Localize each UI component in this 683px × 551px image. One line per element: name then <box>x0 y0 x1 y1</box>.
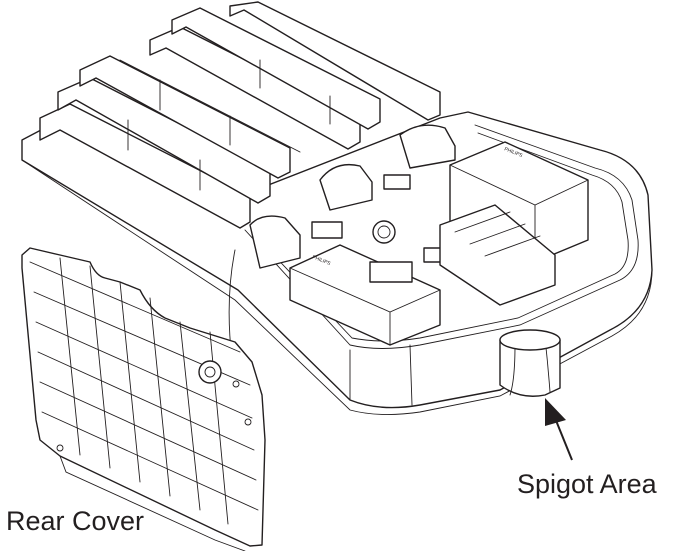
spigot-arrow <box>545 398 573 461</box>
spigot <box>499 329 561 397</box>
spigot-area-label: Spigot Area <box>517 469 657 499</box>
rear-cover <box>21 247 266 551</box>
terminal-blocks <box>249 124 456 269</box>
driver-tray <box>369 204 556 306</box>
driver-box-left: PHILIPS <box>289 244 441 346</box>
heatsink-fins <box>39 1 441 229</box>
rear-cover-label: Rear Cover <box>6 506 145 536</box>
